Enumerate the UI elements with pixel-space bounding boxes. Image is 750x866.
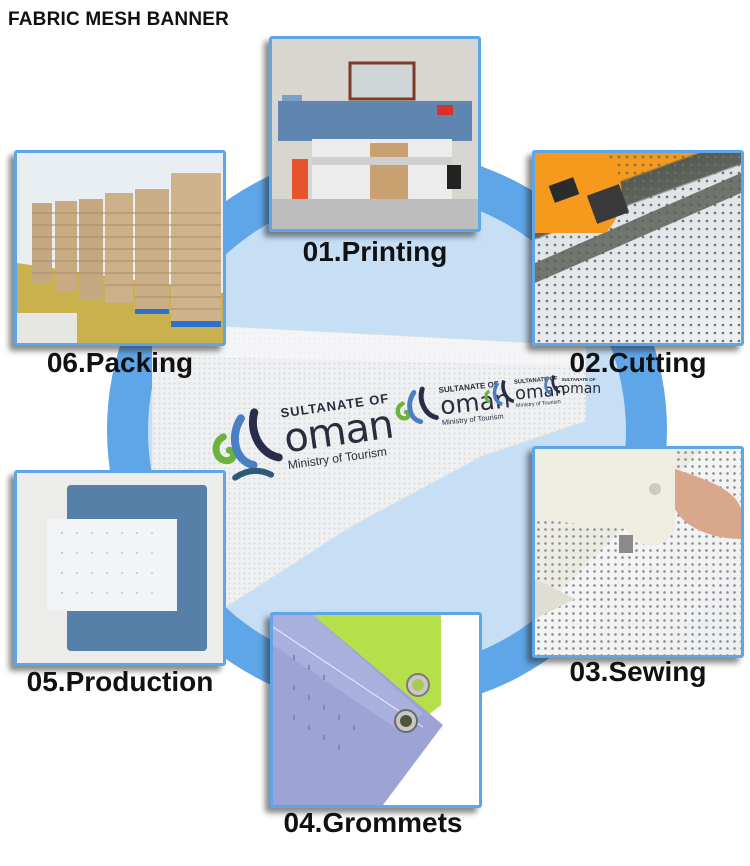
logo-line1: SULTANATE OF: [561, 376, 596, 382]
mesh-banner-image: [151, 325, 587, 617]
step-01-printing-photo: [269, 36, 481, 232]
step-04-label: 04.Grommets: [283, 807, 463, 838]
center-banner-photo: SULTANATE OF oman Ministry of Tourism SU…: [151, 325, 601, 617]
grommet-corners-image: [273, 615, 479, 805]
oman-logo-large: SULTANATE OF oman Ministry of Tourism: [205, 384, 398, 489]
step-05-production-photo: [14, 470, 226, 666]
step-04-grommets-photo: [270, 612, 482, 808]
oman-logo-2: SULTANATE OF oman Ministry of Tourism: [392, 374, 513, 435]
sewing-machine-image: [535, 449, 741, 619]
step-06-packing-photo: [14, 150, 226, 346]
step-01-label: 01.Printing: [302, 236, 448, 267]
packed-banners-image: [17, 473, 223, 663]
step-05-label: 05.Production: [26, 666, 214, 697]
step-02-label: 02.Cutting: [569, 347, 707, 378]
oman-logo-3: SULTANATE OF oman Ministry of Tourism: [482, 371, 567, 414]
oman-swirl-icon: [544, 374, 561, 396]
logo-line2: oman: [561, 380, 602, 397]
step-06-label: 06.Packing: [46, 347, 194, 378]
oman-swirl-icon: [484, 380, 515, 406]
oman-logo-4: SULTANATE OF oman: [537, 372, 601, 400]
step-03-label: 03.Sewing: [569, 656, 707, 687]
printer-image: [272, 39, 478, 229]
oman-swirl-icon: [212, 408, 283, 481]
page-title: FABRIC MESH BANNER: [8, 9, 230, 30]
cartons-on-pallets-image: [17, 153, 223, 343]
step-02-cutting-photo: [532, 150, 744, 346]
oman-swirl-icon: [395, 386, 439, 425]
hot-knife-cutting-image: [535, 153, 741, 283]
step-03-sewing-photo: [532, 446, 744, 658]
